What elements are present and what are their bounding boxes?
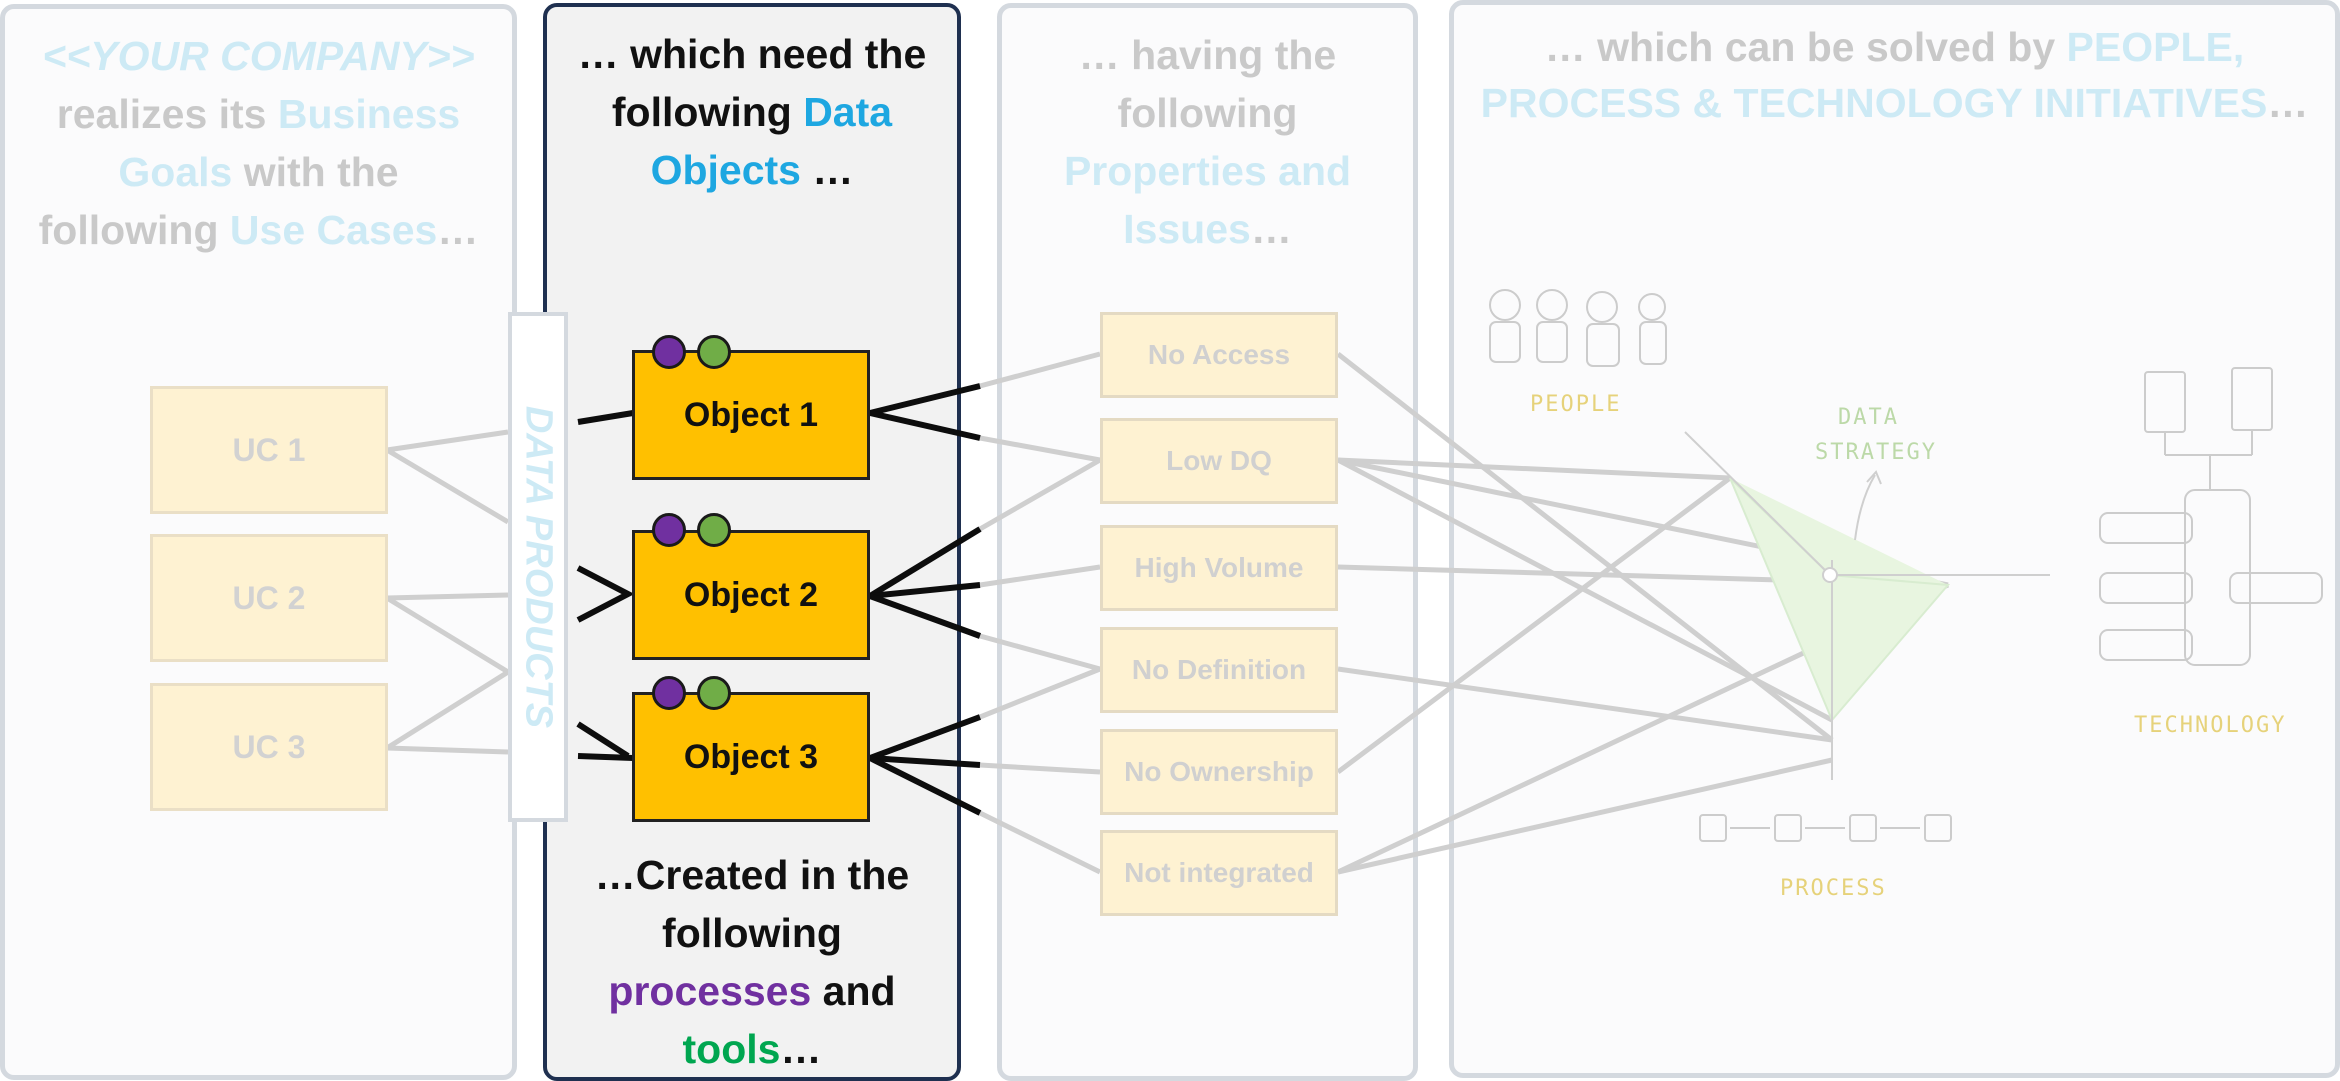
heading-segment: Issues — [1123, 206, 1251, 252]
heading-segment: Goals — [118, 149, 233, 195]
heading-segment: with the — [232, 149, 399, 195]
heading-segment: <<YOUR COMPANY>> — [42, 33, 475, 79]
data-products-label: DATA PRODUCTS — [517, 405, 560, 729]
technology-sketch — [2099, 367, 2323, 666]
heading-line: <<YOUR COMPANY>> — [5, 27, 512, 85]
heading-segment: … having the — [1078, 32, 1337, 78]
heading-segment: … which need the — [577, 31, 927, 77]
process-dot-icon — [652, 676, 686, 710]
heading-segment: PROCESS & TECHNOLOGY INITIATIVES — [1480, 80, 2268, 126]
solutions-heading: … which can be solved by PEOPLE,PROCESS … — [1454, 19, 2335, 131]
data-strategy-sketch — [1684, 431, 2050, 780]
heading-line: realizes its Business — [5, 85, 512, 143]
heading-line: … which need the — [547, 25, 957, 83]
heading-line: following — [1002, 84, 1413, 142]
data-object-box: Object 2 — [632, 530, 870, 660]
heading-segment: realizes its — [56, 91, 278, 137]
heading-segment: … — [2267, 80, 2309, 126]
heading-segment: following — [611, 89, 804, 135]
technology-label: TECHNOLOGY — [2134, 713, 2287, 738]
heading-line: Objects … — [547, 141, 957, 199]
heading-segment: … which can be solved by — [1544, 24, 2067, 70]
heading-line: tools… — [547, 1020, 957, 1078]
tool-dot-icon — [697, 676, 731, 710]
property-box: No Access — [1100, 312, 1338, 398]
property-box: Not integrated — [1100, 830, 1338, 916]
property-box: Low DQ — [1100, 418, 1338, 504]
heading-segment: … — [1250, 206, 1292, 252]
tool-dot-icon — [697, 335, 731, 369]
tool-dot-icon — [697, 513, 731, 547]
data-products-bar: DATA PRODUCTS — [508, 312, 568, 822]
use-case-box: UC 3 — [150, 683, 388, 811]
heading-segment: and — [811, 968, 896, 1014]
heading-line: processes and — [547, 962, 957, 1020]
process-label: PROCESS — [1780, 876, 1887, 901]
heading-line: PROCESS & TECHNOLOGY INITIATIVES… — [1454, 75, 2335, 131]
use-case-box: UC 2 — [150, 534, 388, 662]
heading-line: Goals with the — [5, 143, 512, 201]
heading-line: following Use Cases… — [5, 201, 512, 259]
property-box: No Ownership — [1100, 729, 1338, 815]
heading-line: …Created in the — [547, 846, 957, 904]
heading-segment: … — [437, 207, 479, 253]
process-dot-icon — [652, 335, 686, 369]
process-sketch — [1699, 814, 1952, 842]
data-object-box: Object 1 — [632, 350, 870, 480]
heading-segment: following — [1117, 90, 1298, 136]
heading-line: following — [547, 904, 957, 962]
heading-segment: processes — [608, 968, 812, 1014]
use-case-box: UC 1 — [150, 386, 388, 514]
heading-line: … which can be solved by PEOPLE, — [1454, 19, 2335, 75]
property-box: No Definition — [1100, 627, 1338, 713]
heading-line: … having the — [1002, 26, 1413, 84]
heading-segment: PEOPLE, — [2066, 24, 2245, 70]
heading-segment: Properties and — [1063, 148, 1352, 194]
data-object-box: Object 3 — [632, 692, 870, 822]
heading-segment: Business — [277, 91, 461, 137]
data-strategy-label-line1: DATA — [1838, 405, 1899, 430]
property-box: High Volume — [1100, 525, 1338, 611]
heading-line: Properties and — [1002, 142, 1413, 200]
heading-line: Issues… — [1002, 200, 1413, 258]
heading-segment: Use Cases — [229, 207, 438, 253]
heading-segment: following — [38, 207, 230, 253]
heading-segment: … — [780, 1026, 822, 1072]
heading-segment: Data — [803, 89, 893, 135]
process-dot-icon — [652, 513, 686, 547]
data-strategy-label-line2: STRATEGY — [1815, 440, 1937, 465]
people-label: PEOPLE — [1530, 392, 1622, 417]
heading-segment: …Created in the — [594, 852, 910, 898]
heading-segment: following — [662, 910, 842, 956]
heading-line: following Data — [547, 83, 957, 141]
heading-segment: … — [800, 147, 854, 193]
people-sketch — [1489, 289, 1667, 367]
heading-segment: Objects — [650, 147, 801, 193]
heading-segment: tools — [682, 1026, 781, 1072]
